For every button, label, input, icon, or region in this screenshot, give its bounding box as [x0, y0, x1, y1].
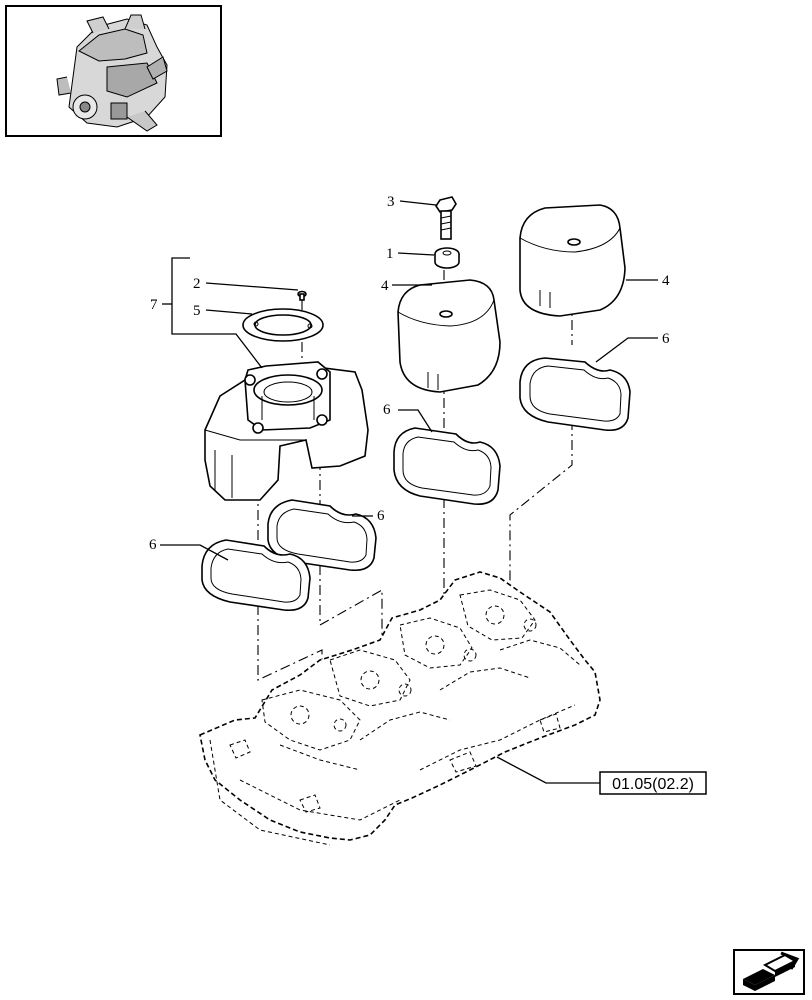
bolt-part-3 — [435, 196, 457, 240]
callout-2: 2 — [193, 276, 201, 292]
callout-6-lower-right: 6 — [377, 508, 385, 524]
callout-7: 7 — [150, 297, 158, 313]
engine-thumbnail — [5, 5, 222, 137]
next-page-arrow-icon — [743, 951, 800, 991]
callout-6-middle: 6 — [383, 402, 391, 418]
cover-part-7 — [204, 361, 369, 501]
cylinder-head — [199, 571, 601, 846]
callout-4-middle: 4 — [381, 278, 389, 294]
screw-part-2 — [297, 290, 307, 301]
washer-part-1 — [434, 247, 460, 269]
cover-part-4-right — [519, 204, 626, 317]
cover-part-4-middle — [397, 279, 501, 393]
reference-link[interactable]: 01.05(02.2) — [599, 771, 707, 795]
leader-lines — [160, 200, 658, 784]
seal-part-5 — [242, 308, 324, 342]
gasket-part-6-lower-left — [201, 539, 311, 612]
callout-3: 3 — [387, 194, 395, 210]
callout-4-right: 4 — [662, 273, 670, 289]
engine-thumbnail-icon — [56, 14, 168, 132]
gasket-part-6-middle — [393, 427, 501, 506]
reference-label[interactable]: 01.05(02.2) — [612, 776, 694, 793]
callout-1: 1 — [386, 246, 394, 262]
callout-5: 5 — [193, 303, 201, 319]
callout-6-lower-left: 6 — [149, 537, 157, 553]
callout-labels: 3 1 4 4 6 6 6 6 2 5 7 — [149, 194, 670, 553]
callout-6-top-right: 6 — [662, 331, 670, 347]
next-page-button[interactable] — [733, 949, 805, 995]
gasket-part-6-top-right — [519, 357, 631, 432]
gasket-part-6-lower-right — [267, 499, 377, 572]
